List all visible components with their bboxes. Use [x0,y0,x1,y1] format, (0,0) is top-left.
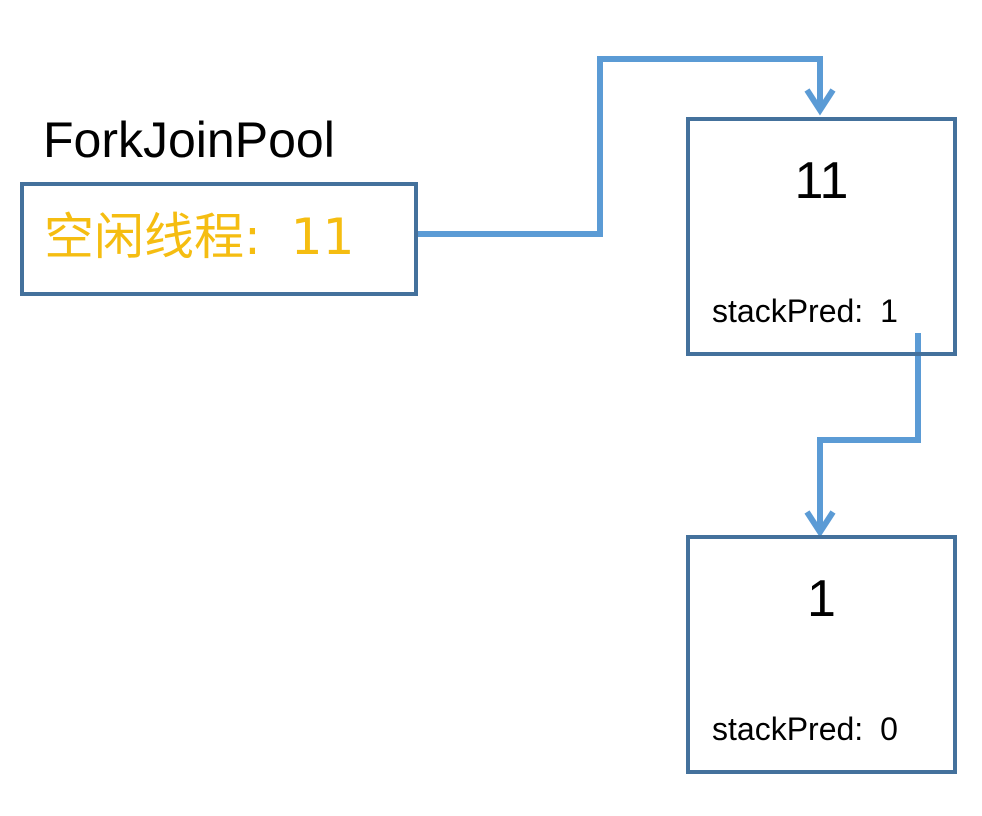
node-stack-pred: stackPred: 0 [712,709,898,749]
pool-to-top-node-arrow [414,56,823,237]
node-value: 11 [794,152,849,210]
idle-threads-value: 11 [290,208,355,266]
pool-title: ForkJoinPool [43,112,335,168]
node-stack-pred: stackPred: 1 [712,291,898,331]
stack-node-bottom: 1 stackPred: 0 [686,535,957,774]
stack-pred-label: stackPred: [712,711,864,747]
top-node-to-bottom-node-arrowhead [804,510,836,538]
stack-pred-value: 1 [880,293,898,329]
stack-pred-value: 0 [880,711,898,747]
stack-node-top: 11 stackPred: 1 [686,117,957,356]
stack-pred-label: stackPred: [712,293,864,329]
pool-to-top-node-arrowhead [804,88,836,116]
top-node-to-bottom-node-arrow [817,333,921,528]
idle-threads-text: 空闲线程: [44,208,261,266]
pool-box: 空闲线程: 11 [20,182,418,296]
idle-threads-label: 空闲线程: 11 [44,204,354,270]
node-value: 1 [807,570,836,628]
